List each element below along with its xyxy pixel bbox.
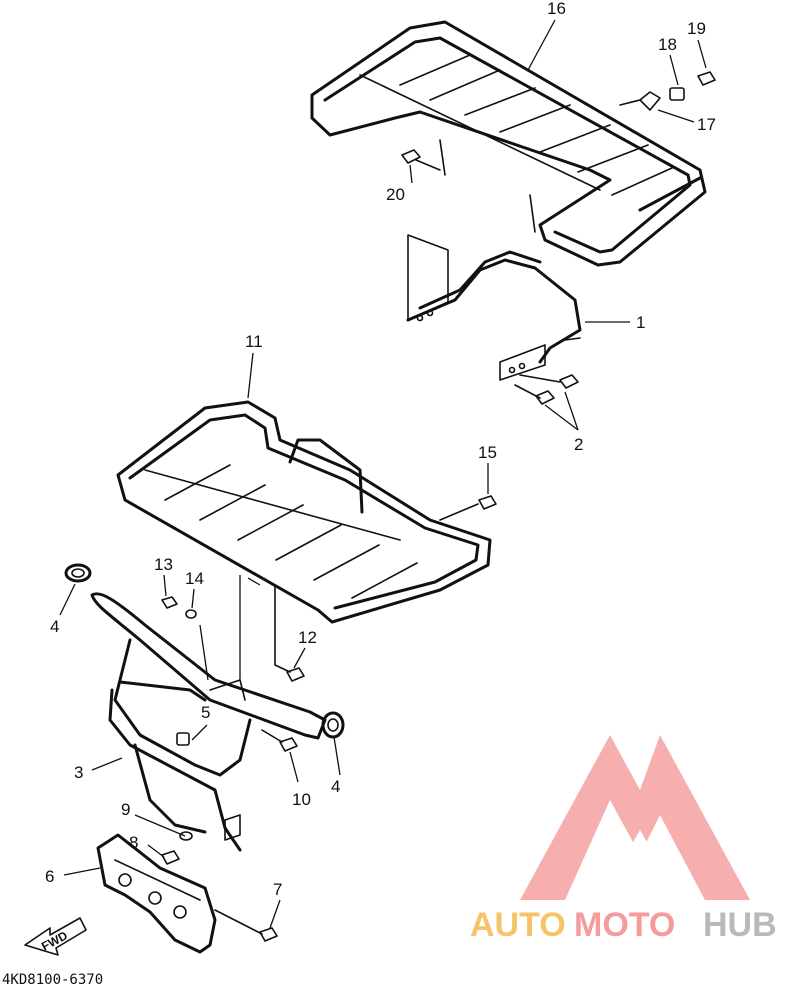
- bolt-7-part: [214, 909, 278, 942]
- leader-lines: [59, 19, 707, 929]
- carrier-stay-part: [406, 234, 582, 381]
- callout-18: 18: [658, 35, 677, 54]
- callout-14: 14: [185, 569, 204, 588]
- callout-9: 9: [121, 800, 130, 819]
- callout-5: 5: [201, 703, 210, 722]
- callout-15: 15: [478, 443, 497, 462]
- skid-plate-part: [96, 833, 217, 954]
- bolt-12-part: [274, 584, 305, 682]
- washer-14-part: [185, 609, 209, 681]
- bolt-15-part: [439, 495, 497, 521]
- callout-12: 12: [298, 628, 317, 647]
- callout-13: 13: [154, 555, 173, 574]
- grommet-right-part: [321, 711, 345, 739]
- callout-10: 10: [292, 790, 311, 809]
- watermark-text-moto: MOTO: [574, 906, 675, 944]
- callout-19: 19: [687, 19, 706, 38]
- callout-4-left: 4: [50, 617, 59, 636]
- collar-9-part: [179, 831, 193, 841]
- callout-8: 8: [129, 833, 138, 852]
- callout-4-right: 4: [331, 777, 340, 796]
- bolt-pair-part: [514, 374, 579, 405]
- callout-1: 1: [636, 313, 645, 332]
- callout-16: 16: [547, 0, 566, 18]
- diagram-code: 4KD8100-6370: [2, 972, 103, 987]
- bolt-8-part: [161, 850, 180, 865]
- small-hardware-part: [619, 71, 716, 111]
- front-carrier-part: [116, 400, 492, 624]
- callout-6: 6: [45, 867, 54, 886]
- callout-labels: 1 2 3 4 4 5 6 7 8 9 10 11 12 13 14 15 16…: [45, 0, 716, 899]
- callout-3: 3: [74, 763, 83, 782]
- callout-17: 17: [697, 115, 716, 134]
- callout-11: 11: [245, 332, 263, 351]
- watermark-logo: AUTO MOTO HUB: [470, 735, 777, 944]
- watermark-text-auto: AUTO: [470, 906, 566, 944]
- watermark-text-hub: HUB: [703, 906, 777, 944]
- callout-20: 20: [386, 185, 405, 204]
- collar-5-part: [176, 732, 190, 746]
- bolt-20-part: [401, 149, 441, 171]
- grommet-left-part: [64, 563, 92, 583]
- stay-lines-part: [239, 575, 261, 680]
- callout-2: 2: [574, 435, 583, 454]
- watermark-triangle-icon: [520, 735, 750, 900]
- rear-carrier-part: [310, 20, 707, 267]
- callout-7: 7: [273, 880, 282, 899]
- front-bumper-part: [90, 592, 327, 852]
- bolt-10-part: [261, 729, 298, 752]
- nut-13-part: [161, 596, 178, 609]
- fwd-arrow-icon: FWD: [24, 917, 87, 956]
